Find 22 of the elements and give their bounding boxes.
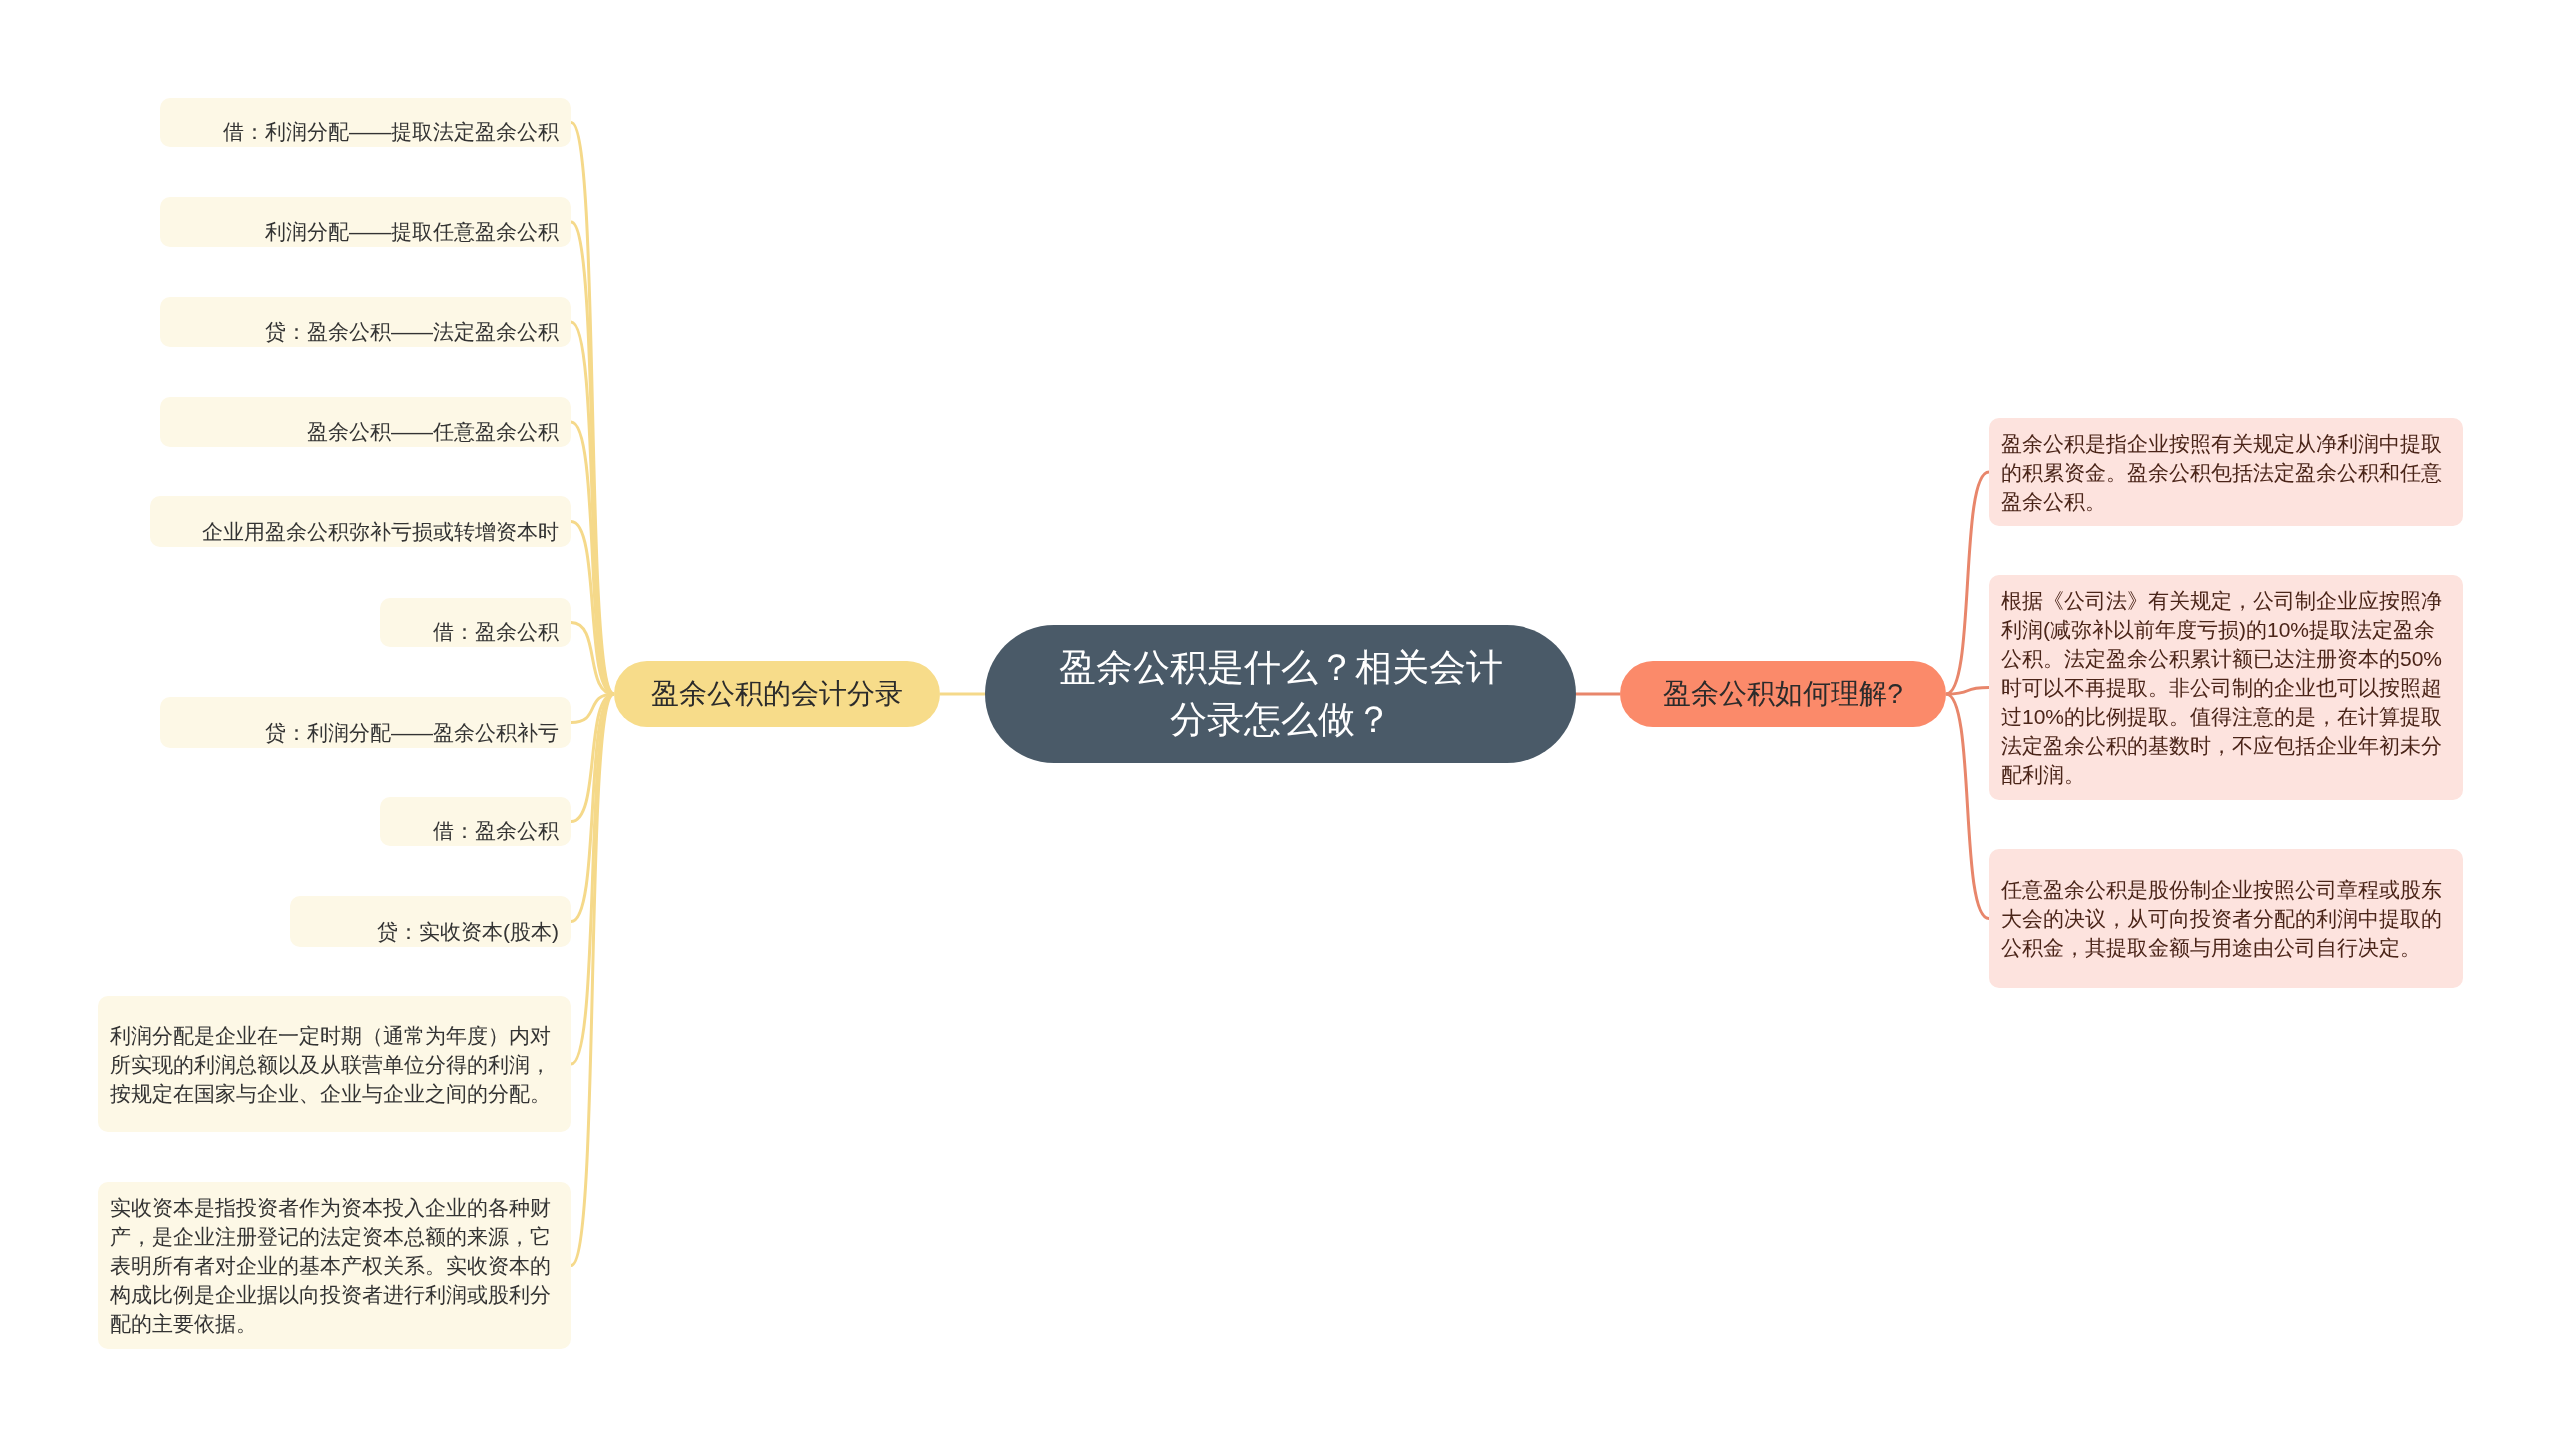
- leaf-topic: 贷：盈余公积——法定盈余公积: [160, 297, 571, 347]
- branch-topic: 盈余公积如何理解?: [1620, 661, 1946, 727]
- note-card: 根据《公司法》有关规定，公司制企业应按照净利润(减弥补以前年度亏损)的10%提取法定盈余公积。法定盈余公积累计额已达注册资本的50%时可以不再提取。非公司制的企业也可以按照超过10%的比例提取。值得注意的是，在计算提取法定盈余公积的基数时，不应包括企业年初未分配利润。: [1989, 575, 2463, 800]
- leaf-topic: 借：盈余公积: [380, 797, 571, 846]
- note-card: 实收资本是指投资者作为资本投入企业的各种财产，是企业注册登记的法定资本总额的来源，它表明所有者对企业的基本产权关系。实收资本的构成比例是企业据以向投资者进行利润或股利分配的主要依据。: [98, 1182, 571, 1349]
- leaf-topic: 贷：利润分配——盈余公积补亏: [160, 697, 571, 748]
- note-card: 盈余公积是指企业按照有关规定从净利润中提取的积累资金。盈余公积包括法定盈余公积和任意盈余公积。: [1989, 418, 2463, 526]
- leaf-topic: 借：盈余公积: [380, 598, 571, 647]
- note-card: 利润分配是企业在一定时期（通常为年度）内对所实现的利润总额以及从联营单位分得的利润，按规定在国家与企业、企业与企业之间的分配。: [98, 996, 571, 1132]
- connector-line: [1945, 686, 1990, 696]
- leaf-topic: 盈余公积——任意盈余公积: [160, 397, 571, 447]
- leaf-topic: 利润分配——提取任意盈余公积: [160, 197, 571, 247]
- connector-line: [1576, 692, 1620, 696]
- connector-line: [1945, 692, 1990, 920]
- central-topic: 盈余公积是什么？相关会计分录怎么做？: [985, 625, 1576, 763]
- leaf-topic: 贷：实收资本(股本): [290, 896, 571, 947]
- connector-line: [569, 693, 616, 1267]
- leaf-topic: 借：利润分配——提取法定盈余公积: [160, 98, 571, 147]
- branch-topic: 盈余公积的会计分录: [614, 661, 940, 727]
- connector-line: [940, 692, 985, 696]
- note-card: 任意盈余公积是股份制企业按照公司章程或股东大会的决议，从可向投资者分配的利润中提取的公积金，其提取金额与用途由公司自行决定。: [1989, 849, 2463, 988]
- leaf-topic: 企业用盈余公积弥补亏损或转增资本时: [150, 496, 571, 547]
